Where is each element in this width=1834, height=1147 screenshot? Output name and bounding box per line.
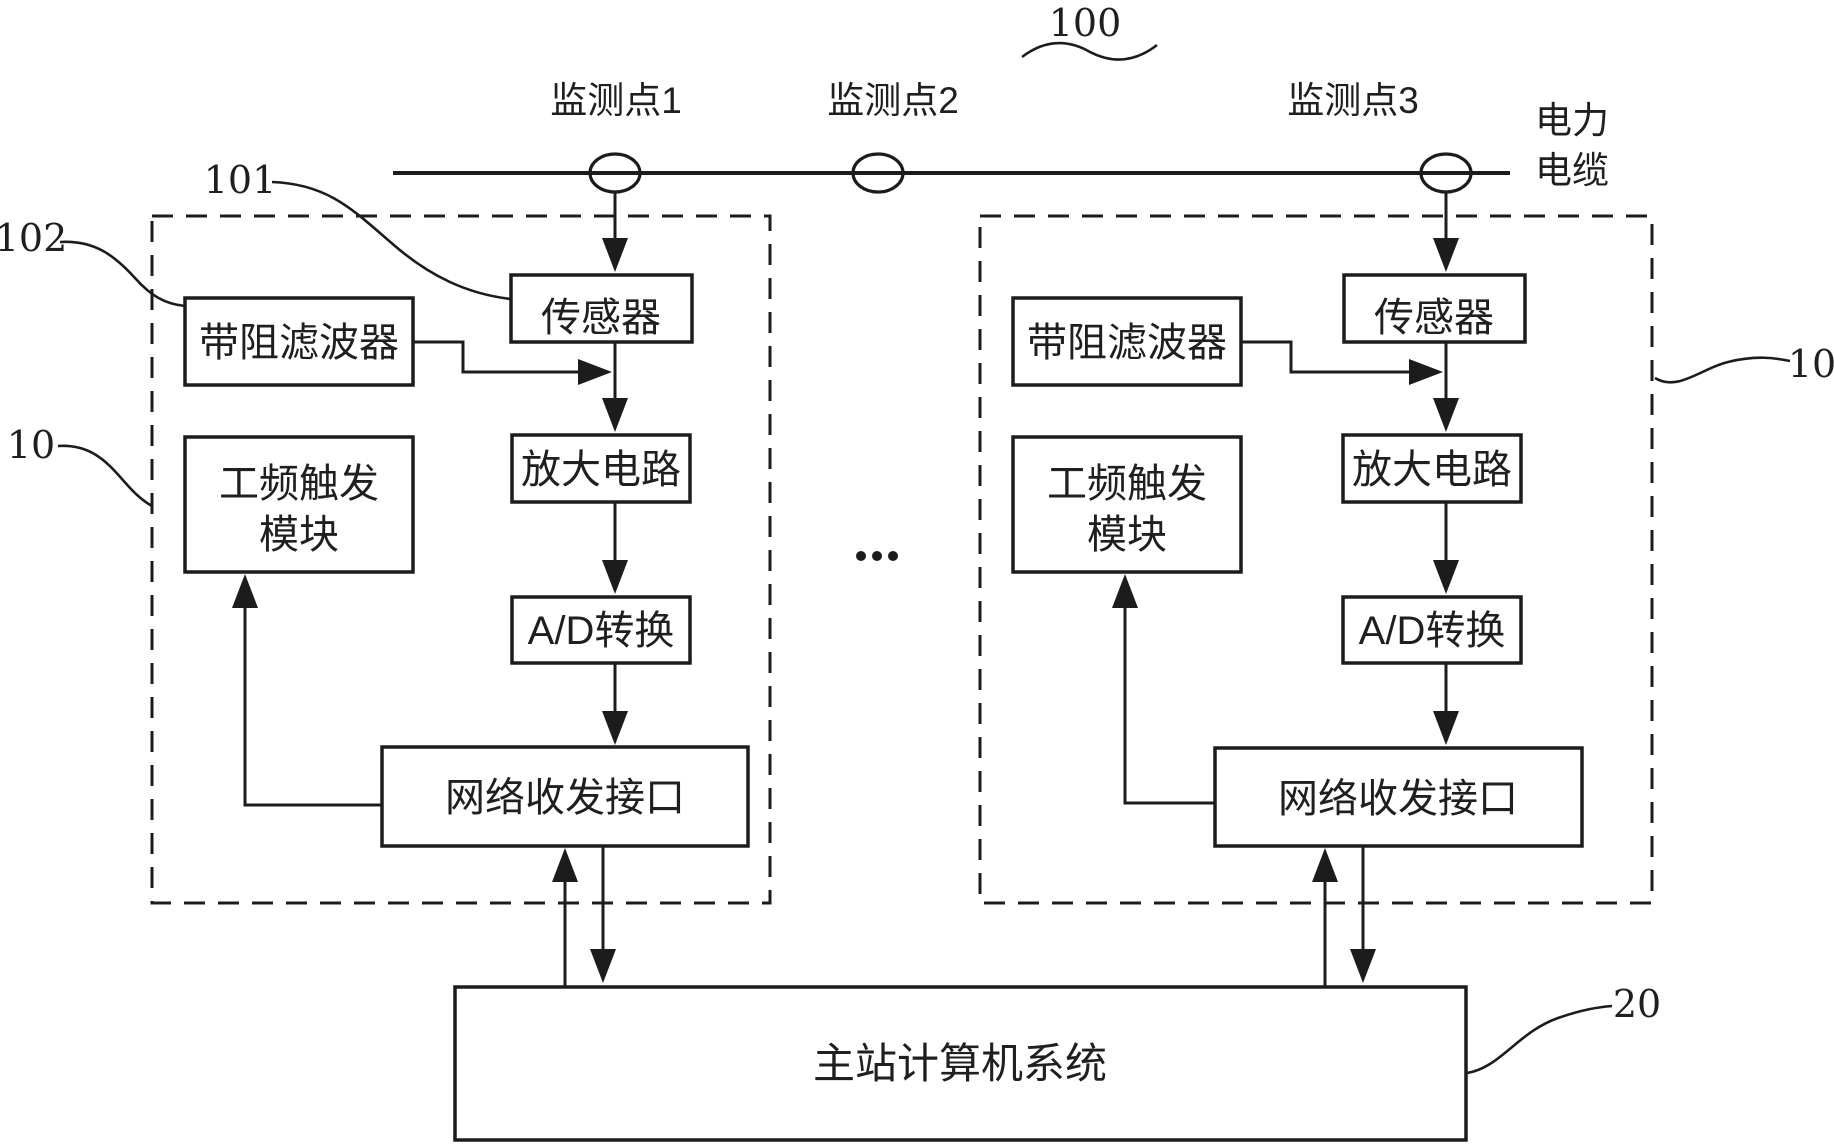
arrowhead-down-icon [1433,398,1459,432]
network-interface-block-left [380,745,750,848]
ellipsis-dot [888,551,898,561]
arrowhead-down-icon [1350,949,1376,983]
ref-102: 102 [0,216,67,260]
sensor-block-right [1342,273,1527,344]
power-freq-trigger-block-right [1011,435,1243,574]
power-freq-trigger-label-left-line2: 模块 [259,513,339,557]
ad-converter-block-left [510,595,692,665]
amplifier-block-right [1341,433,1523,504]
band-stop-filter-label-left: 带阻滤波器 [199,321,399,365]
monitoring-point-2-label: 监测点2 [827,80,959,121]
ref-102-leader [59,240,186,308]
arrowhead-down-icon [1433,560,1459,594]
figure-ref-100-squiggle [1021,41,1158,61]
wire-network-to-trigger-left [243,608,382,807]
master-station-label: 主站计算机系统 [813,1040,1107,1087]
ref-20-leader [1466,1004,1613,1075]
ref-10-right-leader [1654,356,1791,384]
ellipsis-dot [856,551,866,561]
master-station-block [453,985,1468,1142]
arrowhead-down-icon [602,398,628,432]
arrowhead-up-icon [552,848,578,882]
ellipsis-more-units [856,551,898,561]
arrowhead-up-icon [1312,848,1338,882]
ref-101: 101 [204,158,277,202]
arrowhead-down-icon [602,238,628,272]
monitoring-point-3-label: 监测点3 [1287,80,1419,121]
ref-10-right: 10 [1788,342,1834,386]
amplifier-label-left: 放大电路 [521,448,681,492]
power-cable-label-line2: 电缆 [1535,150,1609,191]
network-interface-label-right: 网络收发接口 [1278,777,1518,821]
ref-101-leader [271,180,512,301]
monitoring-point-1-label: 监测点1 [550,80,682,121]
amplifier-label-right: 放大电路 [1352,448,1512,492]
band-stop-filter-label-right: 带阻滤波器 [1027,321,1227,365]
arrowhead-down-icon [590,949,616,983]
ref-20: 20 [1613,982,1661,1026]
figure-ref-100: 100 [1049,1,1122,45]
monitoring-point-2-ring [851,152,905,194]
monitoring-unit-left-dashed-box [150,214,772,905]
arrowhead-up-icon [232,574,258,608]
arrowhead-up-icon [1112,574,1138,608]
power-freq-trigger-label-right-line2: 模块 [1087,513,1167,557]
band-stop-filter-block-left [183,296,415,387]
arrowhead-down-icon [602,560,628,594]
ref-10-left-leader [57,444,153,508]
amplifier-block-left [510,433,692,504]
band-stop-filter-block-right [1011,296,1243,387]
ad-converter-block-right [1341,595,1523,665]
wire-filter-to-signal-right [1241,340,1409,374]
network-interface-block-right [1213,746,1584,848]
ad-converter-label-left: A/D转换 [528,609,675,653]
sensor-label-left: 传感器 [541,296,661,340]
power-freq-trigger-label-right-line1: 工频触发 [1047,462,1207,506]
arrowhead-right-icon [1409,359,1443,385]
wire-filter-to-signal-left [413,340,578,374]
sensor-block-left [509,273,694,344]
ellipsis-dot [872,551,882,561]
sensor-label-right: 传感器 [1374,296,1494,340]
arrowhead-down-icon [1433,711,1459,745]
wire-network-to-trigger-right [1123,608,1215,805]
ad-converter-label-right: A/D转换 [1359,609,1506,653]
arrowhead-down-icon [602,711,628,745]
arrowhead-down-icon [1433,238,1459,272]
arrowhead-right-icon [578,359,612,385]
power-freq-trigger-block-left [183,435,415,574]
power-freq-trigger-label-left-line1: 工频触发 [219,462,379,506]
network-interface-label-left: 网络收发接口 [445,776,685,820]
power-cable-label-line1: 电力 [1535,100,1609,141]
ref-10-left: 10 [7,423,55,467]
